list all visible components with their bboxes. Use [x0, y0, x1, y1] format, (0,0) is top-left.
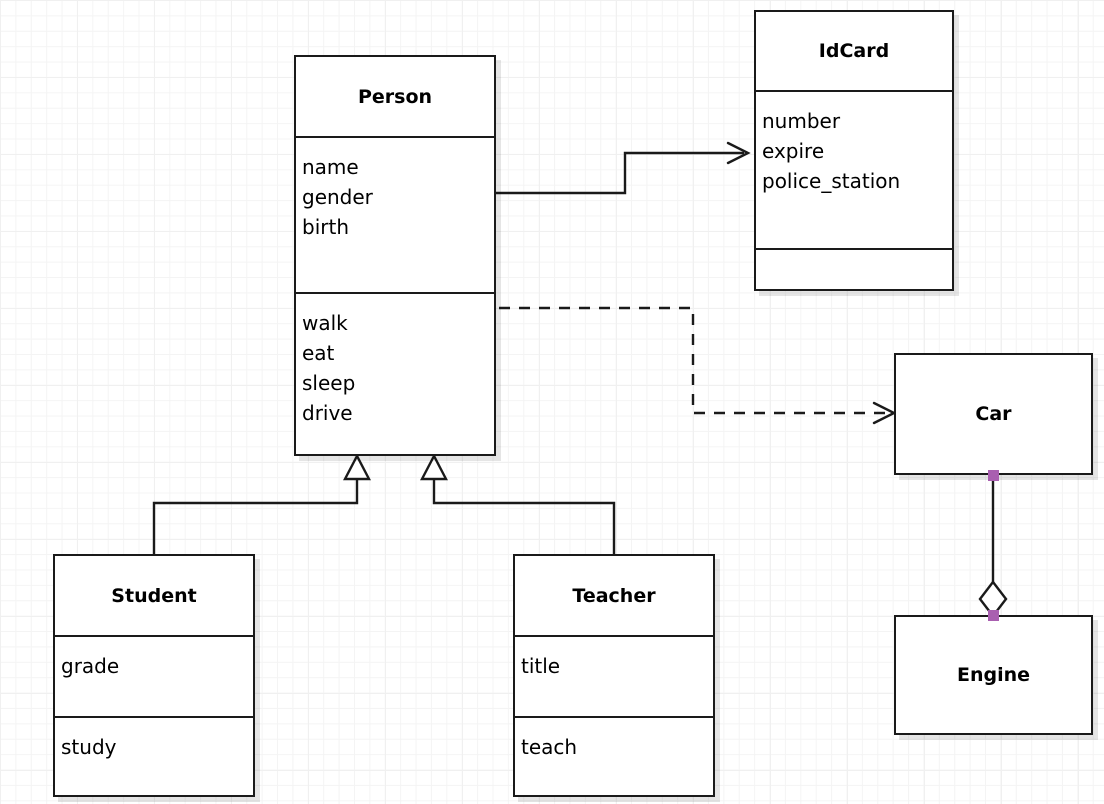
attribute-row: birth: [302, 215, 349, 239]
attribute-row: grade: [61, 654, 120, 678]
operation-row: study: [61, 735, 117, 759]
edge-student-person: [152, 453, 371, 554]
class-box-idcard[interactable]: IdCard number expire police_station: [754, 10, 954, 291]
attribute-row: title: [521, 654, 561, 678]
edge-teacher-person: [420, 453, 616, 554]
class-box-car[interactable]: Car: [894, 353, 1093, 475]
operation-row: walk: [302, 311, 348, 335]
class-title-person: Person: [357, 85, 433, 108]
attribute-row: name: [302, 155, 359, 179]
class-box-engine[interactable]: Engine: [894, 615, 1093, 735]
class-title-idcard: IdCard: [818, 40, 890, 62]
class-operations-teacher: teach: [515, 716, 713, 795]
edge-person-car: [499, 306, 897, 425]
attribute-row: number: [762, 109, 841, 133]
edge-person-idcard: [496, 141, 751, 195]
operation-row: eat: [302, 341, 335, 365]
class-operations-person: walk eat sleep drive: [296, 292, 494, 454]
attribute-row: gender: [302, 185, 373, 209]
class-box-teacher[interactable]: Teacher title teach: [513, 554, 715, 797]
operation-row: sleep: [302, 371, 356, 395]
class-attributes-person: name gender birth: [296, 136, 494, 292]
class-operations-student: study: [55, 716, 253, 795]
attribute-row: expire: [762, 139, 825, 163]
operation-row: drive: [302, 401, 353, 425]
class-operations-idcard: [756, 248, 952, 289]
edge-car-engine: [978, 475, 1008, 618]
class-title-car: Car: [975, 403, 1012, 425]
class-attributes-student: grade: [55, 635, 253, 716]
operation-row: teach: [521, 735, 578, 759]
connection-handle-car[interactable]: [988, 470, 999, 481]
class-attributes-idcard: number expire police_station: [756, 90, 952, 248]
attribute-row: police_station: [762, 169, 901, 193]
class-title-student: Student: [111, 584, 197, 607]
class-box-person[interactable]: Person name gender birth walk eat sleep …: [294, 55, 496, 456]
class-attributes-teacher: title: [515, 635, 713, 716]
class-box-student[interactable]: Student grade study: [53, 554, 255, 797]
class-title-teacher: Teacher: [572, 584, 656, 607]
connection-handle-engine[interactable]: [988, 610, 999, 621]
class-title-engine: Engine: [956, 664, 1031, 686]
